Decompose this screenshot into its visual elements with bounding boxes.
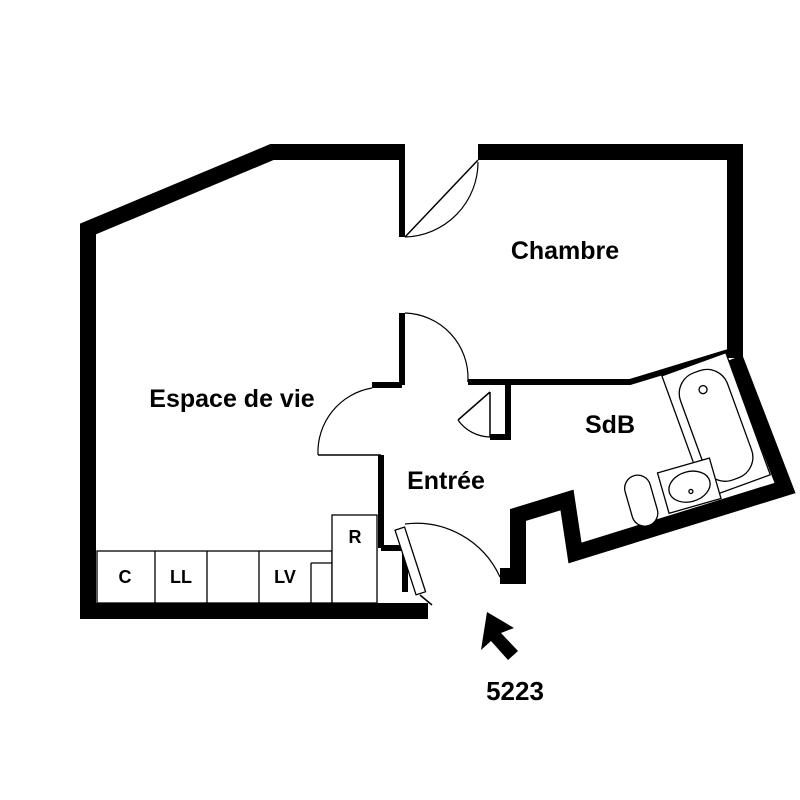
appliance-label-dishwasher: LV [274, 567, 296, 587]
bathtub [661, 351, 772, 499]
room-label-bedroom: Chambre [511, 237, 619, 265]
bathroom-door[interactable] [457, 391, 491, 438]
bedroom-outer-wall [478, 144, 743, 358]
room-label-entrance: Entrée [407, 467, 485, 495]
sink [656, 457, 722, 515]
bathroom-fixtures [624, 351, 772, 527]
room-label-bathroom: SdB [585, 411, 635, 439]
lot-number: 5223 [486, 676, 544, 706]
entry-arrow-icon [481, 612, 518, 660]
room-label-living: Espace de vie [149, 385, 314, 413]
entrance-bedroom-door[interactable] [404, 312, 469, 382]
partition-fridge-return [381, 545, 408, 592]
appliance-label-washing-machine: LL [170, 567, 192, 587]
front-door[interactable] [394, 522, 501, 606]
appliance-label-fridge: R [349, 527, 362, 547]
bedroom-door[interactable] [404, 159, 479, 238]
living-outer-wall [80, 144, 428, 619]
kitchen-counter [96, 514, 378, 604]
appliance-label-oven: C [119, 567, 132, 587]
walls [80, 144, 796, 619]
living-room-door[interactable] [317, 387, 381, 456]
partitions [372, 155, 736, 592]
partition-bedroom-bottom [468, 347, 736, 385]
toilet [624, 474, 659, 527]
doors [317, 159, 501, 606]
bathroom-outer-wall [500, 355, 796, 584]
